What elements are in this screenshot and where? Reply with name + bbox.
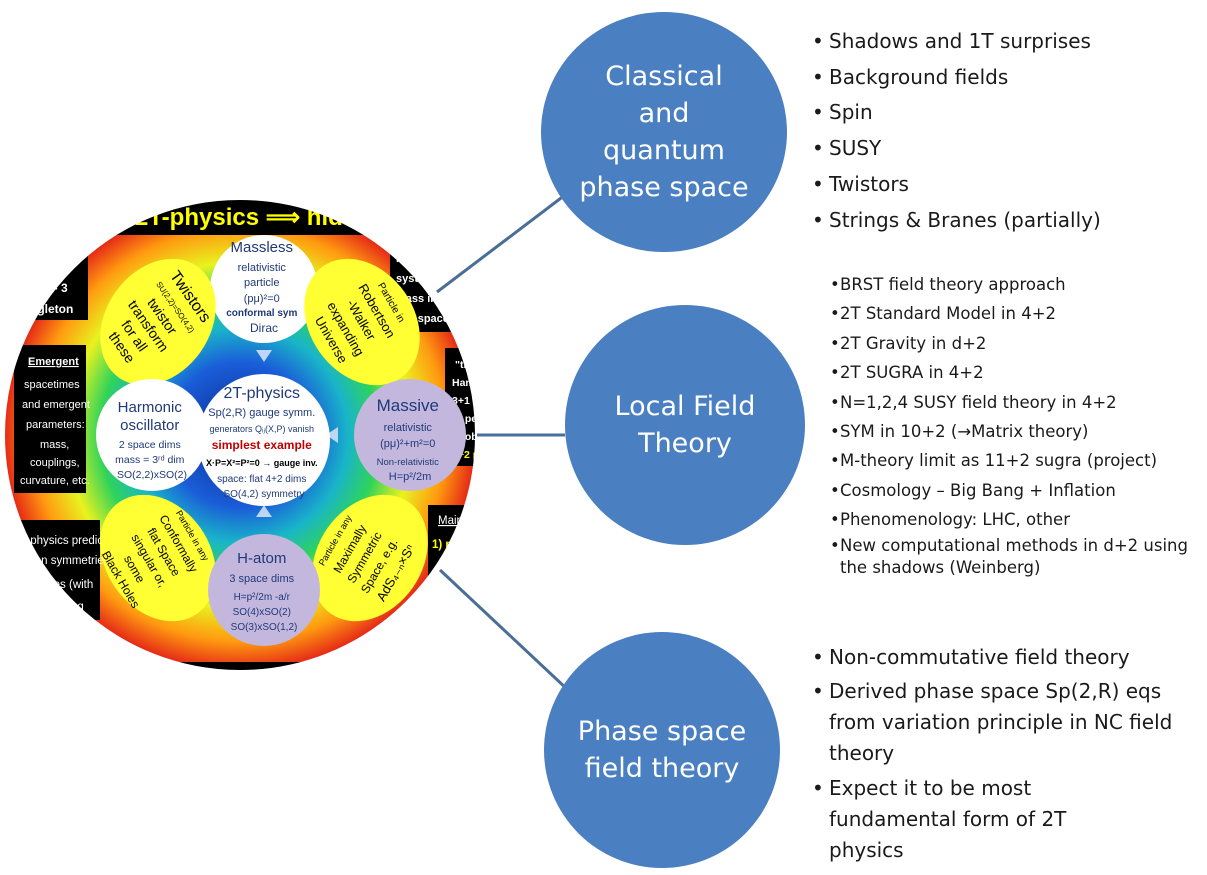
list-item: 2T SUGRA in 4+2 [830, 358, 1200, 388]
node-massless [210, 235, 318, 343]
list-item: Derived phase space Sp(2,R) eqs from var… [812, 676, 1174, 769]
list-item: SYM in 10+2 (→Matrix theory) [830, 417, 1200, 447]
list-item: M-theory limit as 11+2 sugra (project) [830, 446, 1200, 476]
list-item: Shadows and 1T surprises [812, 24, 1101, 60]
list-item: Background fields [812, 60, 1101, 96]
list-item: N=1,2,4 SUSY field theory in 4+2 [830, 388, 1200, 418]
box-emergent [14, 345, 86, 493]
bubble-phase-label: Phase space field theory [577, 716, 747, 784]
list-item: Strings & Branes (partially) [812, 203, 1101, 239]
svg-text:Harmonic oscillator: Harmonic oscillator 2 space dims mass = … [115, 399, 189, 481]
list-classical-topics: Shadows and 1T surprises Background fiel… [812, 24, 1101, 238]
list-item: 2T Gravity in d+2 [830, 329, 1200, 359]
svg-text:Massless relativistic: Massless relativistic particle (pμ)²=0 c… [226, 239, 302, 335]
node-twistors [100, 258, 216, 386]
list-item: Non-commutative field theory [812, 640, 1192, 676]
list-item: Spin [812, 95, 1101, 131]
connector-phase [438, 568, 570, 692]
node-massive [354, 379, 466, 491]
bubble-local-label: Local Field Theory [614, 391, 756, 459]
svg-text:Emergent spacetimes: Emergent spacetimes and emergent paramet… [20, 356, 93, 487]
connector-lines [436, 193, 570, 692]
bottom-banner-text: choices of the Qᵢⱼ(X,P) & in 2T-field th [158, 677, 421, 694]
svg-text:H-atom 3 space dims: H-atom 3 space dims H=p²/2m -a/r SO(4)xS… [229, 550, 298, 633]
bubble-phase-space-field-theory: Phase space field theory [544, 632, 780, 868]
list-item: Cosmology – Big Bang + Inflation [830, 476, 1200, 506]
node-maximally-symmetric [312, 494, 428, 622]
svg-text:2T-physics Sp(2,R) gauge: 2T-physics Sp(2,R) gauge symm. generator… [206, 385, 322, 500]
node-2t-physics-center [198, 374, 330, 506]
bottom-banner [4, 662, 476, 671]
list-item: 2T Standard Model in 4+2 [830, 299, 1200, 329]
list-item: SUSY [812, 131, 1101, 167]
node-robertson-walker [304, 258, 420, 386]
node-conformally-flat [100, 494, 216, 622]
bubble-classical-quantum-phase-space: Classical and quantum phase space [541, 12, 787, 252]
connector-classical [436, 193, 566, 294]
list-item: New computational methods in d+2 using t… [830, 535, 1195, 579]
list-item: BRST field theory approach [830, 270, 1200, 300]
svg-text:Particle in any Maximall: Particle in any Maximally Symmetric Spac… [311, 505, 418, 604]
list-item: Twistors [812, 167, 1101, 203]
list-item: Phenomenology: LHC, other [830, 505, 1200, 535]
bubble-local-field-theory: Local Field Theory [565, 305, 805, 545]
svg-text:Massive relativistic: Massive relativistic (pμ)²+m²=0 Non-rela… [377, 396, 444, 483]
list-phase-space-topics: Non-commutative field theory Derived pha… [812, 640, 1192, 870]
list-local-field-topics: BRST field theory approach 2T Standard M… [830, 270, 1200, 579]
bubble-classical-label: Classical and quantum phase space [579, 61, 749, 203]
list-item: Expect it to be most fundamental form of… [812, 773, 1129, 866]
node-harmonic-oscillator [96, 379, 208, 491]
node-h-atom [208, 534, 320, 646]
